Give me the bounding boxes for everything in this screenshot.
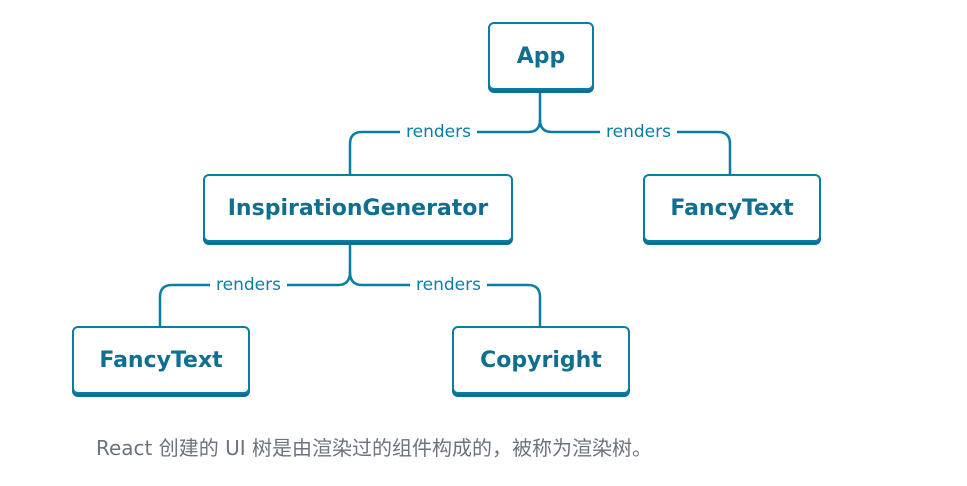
edge-label-app-inspiration: renders — [400, 122, 477, 142]
edge-label-app-fancytext: renders — [600, 122, 677, 142]
figure-caption: React 创建的 UI 树是由渲染过的组件构成的，被称为渲染树。 — [96, 436, 653, 460]
edge-inspiration-copyright — [348, 270, 542, 328]
node-app: App — [488, 22, 594, 90]
node-fancy-text-left: FancyText — [72, 326, 250, 394]
node-copyright: Copyright — [452, 326, 630, 394]
edge-label-inspiration-fancytext: renders — [210, 275, 287, 295]
edge-label-inspiration-copyright: renders — [410, 275, 487, 295]
edge-app-fancytext — [538, 118, 732, 177]
node-inspiration-generator: InspirationGenerator — [203, 174, 513, 242]
node-fancy-text-right: FancyText — [643, 174, 821, 242]
